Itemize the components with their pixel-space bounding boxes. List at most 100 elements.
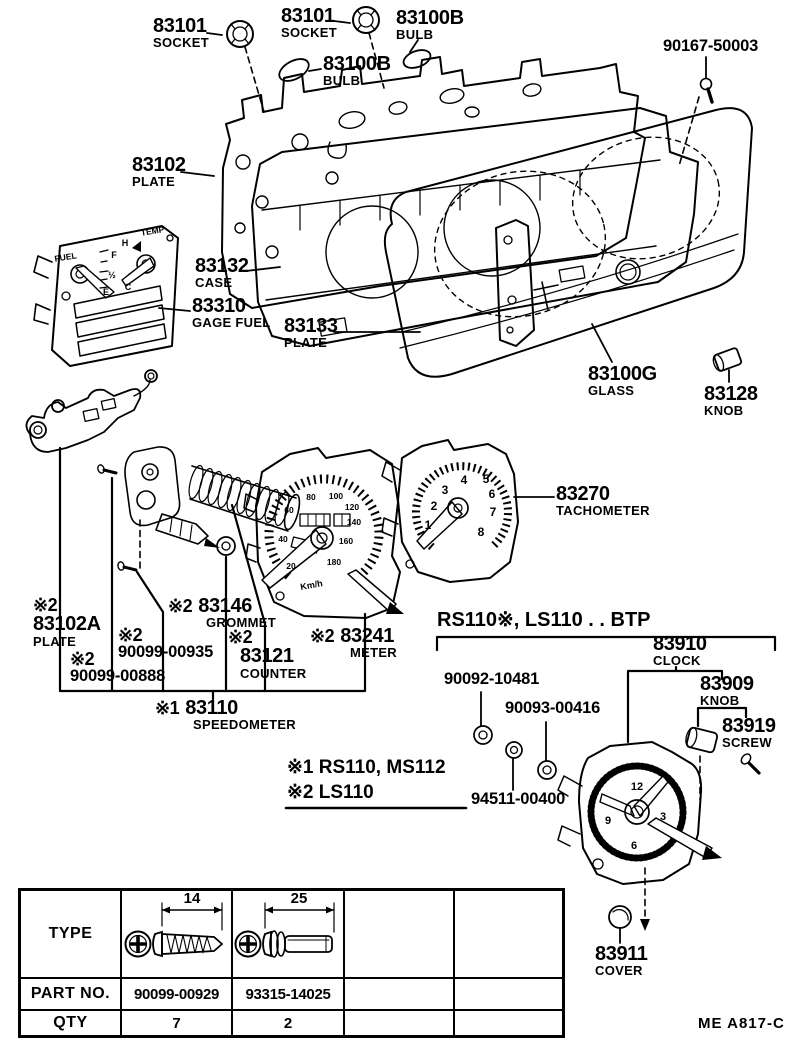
part-name: PLATE (284, 335, 328, 351)
part-number: 83102 (132, 154, 186, 176)
table-qty-2: 2 (233, 1011, 345, 1035)
speedometer-mechanism-drawing (125, 447, 302, 548)
part-name: KNOB (700, 693, 740, 709)
fuel-label: FUEL (54, 250, 77, 263)
part-name: CASE (195, 275, 233, 291)
fuel-gauge-drawing (34, 226, 178, 366)
dim-value: 14 (184, 892, 201, 907)
tacho-3: 3 (442, 483, 449, 497)
socket-1-icon (227, 21, 253, 47)
note-1-text: ※1 RS110, MS112 (287, 757, 446, 778)
part-number: 83100B (323, 53, 391, 75)
leader-lines (159, 21, 729, 943)
part-number: 83100B (396, 7, 464, 29)
callout-bulb-top: 83100B BULB (396, 8, 464, 42)
callout-plate-83102: 83102 PLATE (132, 155, 186, 189)
callout-nut-90092: 90092-10481 (444, 671, 539, 688)
note-2-text: ※2 LS110 (287, 782, 374, 803)
part-name: COUNTER (240, 665, 307, 681)
arrowhead (640, 919, 650, 931)
clock-drawing (558, 742, 722, 884)
table-type-label: TYPE (21, 891, 122, 979)
callout-bulb-mid: 83100B BULB (323, 54, 391, 88)
speedo-180: 180 (327, 557, 341, 567)
part-number: 83110 (185, 697, 238, 719)
fastener-table: TYPE 14 (18, 888, 565, 1038)
speedo-80: 80 (306, 492, 316, 502)
callout-plate-83133: 83133 PLATE (284, 316, 338, 350)
part-name: GAGE FUEL (192, 315, 271, 331)
clock-6: 6 (631, 840, 637, 852)
callout-screw-00935: ※2 90099-00935 (118, 626, 213, 661)
page-code: ME A817-C (698, 1016, 785, 1031)
screw-83919-icon (739, 752, 759, 773)
callout-cover: 83911 COVER (595, 944, 648, 978)
part-number: 90099-00888 (70, 667, 166, 686)
temp-label: TEMP (140, 224, 165, 238)
section-header: RS110※, LS110 . . BTP (437, 610, 651, 630)
part-number: 83102A (33, 613, 101, 636)
part-name: PLATE (33, 633, 77, 649)
part-name: SOCKET (153, 35, 209, 51)
speedo-60: 60 (284, 505, 294, 515)
part-name: GROMMET (206, 615, 276, 631)
part-number: 83101 (281, 5, 335, 27)
callout-knob-83128: 83128 KNOB (704, 384, 758, 418)
part-name: SPEEDOMETER (193, 717, 296, 733)
tapping-screw-icon: 14 (124, 892, 224, 958)
nut-90093-icon (538, 761, 556, 779)
callout-case-83132: 83132 CASE (195, 256, 249, 290)
part-name: SOCKET (281, 25, 337, 41)
clock-12: 12 (631, 781, 643, 793)
callout-screw-83919: 83919 SCREW (722, 716, 776, 750)
part-name: BULB (396, 27, 434, 43)
dashed-lines (140, 33, 700, 918)
screw-90099-00935-icon (117, 561, 136, 570)
callout-gage-fuel: 83310 GAGE FUEL (192, 296, 271, 330)
part-number: 83133 (284, 315, 338, 337)
grommet-83146-icon (217, 537, 235, 555)
clock-3: 3 (660, 811, 666, 823)
part-name: GLASS (588, 383, 635, 399)
part-name: PLATE (132, 174, 176, 190)
part-name: COVER (595, 963, 643, 979)
part-name: BULB (323, 73, 361, 89)
speedo-unit: Km/h (300, 578, 324, 592)
knob-83909-icon (684, 726, 718, 753)
note-mark: ※2 (70, 649, 95, 669)
note-mark: ※2 (33, 595, 58, 615)
callout-screw-00888: ※2 90099-00888 (70, 650, 165, 685)
bulb-2-icon (401, 47, 433, 72)
tacho-5: 5 (483, 472, 490, 486)
callout-clock: 83910 CLOCK (653, 634, 707, 668)
washer-screw-icon: 25 (234, 892, 335, 958)
tacho-8: 8 (478, 525, 485, 539)
speedo-40: 40 (278, 534, 288, 544)
part-number: 90092-10481 (444, 670, 540, 688)
speedo-160: 160 (339, 536, 353, 546)
plate-83133-drawing (496, 220, 534, 346)
part-name: CLOCK (653, 653, 701, 669)
part-number: 83909 (700, 673, 754, 695)
callout-nut-94511: 94511-00400 (471, 791, 565, 808)
part-number: 83128 (704, 383, 758, 405)
part-number: 90167-50003 (663, 37, 759, 55)
part-number: 90093-00416 (505, 699, 601, 717)
table-partno-label: PART NO. (21, 979, 122, 1011)
callout-counter: ※2 83121 COUNTER (228, 628, 306, 680)
speedo-20: 20 (286, 561, 296, 571)
tacho-6: 6 (489, 487, 496, 501)
section-header-text: RS110※, LS110 . . BTP (437, 609, 651, 631)
case-83132-drawing (252, 108, 698, 346)
cover-83911-icon (609, 906, 631, 928)
table-qty-empty-1 (345, 1011, 455, 1035)
socket-2-icon (353, 7, 379, 33)
glass-83100g-drawing (385, 108, 752, 377)
part-number: 83919 (722, 715, 776, 737)
note-mark: ※2 (168, 596, 193, 616)
callout-glass: 83100G GLASS (588, 364, 657, 398)
table-qty-1: 7 (122, 1011, 233, 1035)
plate-83102-drawing (222, 57, 645, 308)
tacho-7: 7 (490, 505, 497, 519)
